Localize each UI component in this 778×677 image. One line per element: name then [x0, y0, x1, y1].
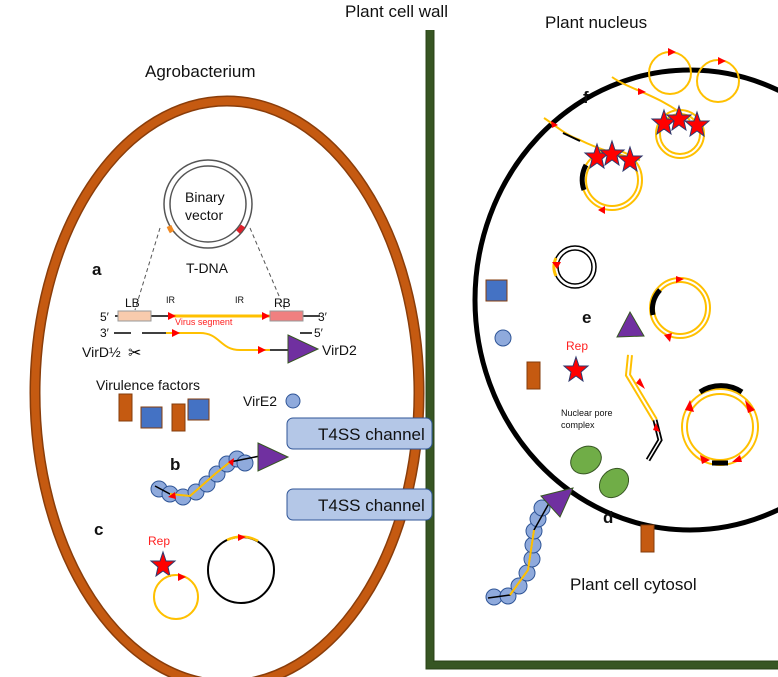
- virulence-factor-blue: [187, 398, 210, 421]
- panel-letter-b: b: [170, 455, 180, 474]
- dsdna-circle-small: [552, 245, 597, 289]
- rep-label-c: Rep: [148, 534, 170, 548]
- panel-letter-c: c: [94, 520, 103, 539]
- vird12-label: VirD½: [82, 344, 121, 360]
- svg-text:3′: 3′: [100, 326, 110, 340]
- virulence-factor-orange: [171, 403, 186, 432]
- panel-letter-e: e: [582, 308, 591, 327]
- rb-box: [269, 310, 304, 322]
- rep-protein-star: [149, 550, 177, 578]
- rep-label-e: Rep: [566, 339, 588, 353]
- virus-replicon-circle: [153, 574, 199, 620]
- plant-cell-wall-label: Plant cell wall: [345, 2, 448, 21]
- dsdna-circle-large: [681, 383, 759, 466]
- svg-text:IR: IR: [235, 295, 245, 305]
- svg-text:T4SS channel: T4SS channel: [318, 496, 425, 515]
- plant-nucleus-label: Plant nucleus: [545, 13, 647, 32]
- virulence-factors-label: Virulence factors: [96, 377, 200, 393]
- plant-cell-cytosol-label: Plant cell cytosol: [570, 575, 697, 594]
- vire2-coated-tstrand-cytosol: [485, 487, 574, 606]
- agrobacterium-label: Agrobacterium: [145, 62, 256, 81]
- binary-vector-label-2: vector: [185, 207, 223, 223]
- svg-text:✂: ✂: [128, 345, 141, 362]
- svg-text:RB: RB: [274, 296, 291, 310]
- svg-text:LB: LB: [125, 296, 140, 310]
- tdna-label: T-DNA: [186, 260, 229, 276]
- vire2-coated-tstrand: [150, 442, 290, 506]
- t4ss-channel-2: T4SS channel: [286, 488, 433, 521]
- virulence-factor-orange: [118, 393, 133, 422]
- nuclear-pore-complex: [598, 467, 630, 499]
- vird2-label: VirD2: [322, 342, 357, 358]
- panel-letter-a: a: [92, 260, 102, 279]
- rolling-circle-replication-2: [543, 117, 644, 214]
- virulence-factor-blue: [485, 279, 508, 302]
- lb-box: [117, 310, 152, 322]
- vird2-protein: [287, 334, 320, 364]
- dsdna-circle-mixed: [649, 276, 711, 342]
- panel-letter-f: f: [583, 88, 589, 107]
- dsdna-strand-to-vird2: [616, 310, 663, 462]
- nuclear-pore-label-2: complex: [561, 420, 595, 430]
- nuclear-pore-complex: [570, 445, 602, 475]
- svg-text:T4SS channel: T4SS channel: [318, 425, 425, 444]
- vire2-label: VirE2: [243, 393, 277, 409]
- plant-nucleus: [472, 67, 778, 533]
- svg-text:3′: 3′: [318, 310, 328, 324]
- rolling-circle-replication-1: [611, 76, 711, 159]
- virulence-factor-blue: [140, 406, 163, 429]
- svg-text:5′: 5′: [100, 310, 110, 324]
- virulence-factor-orange: [526, 361, 541, 390]
- scissors-icon: ✂: [128, 345, 141, 362]
- virulence-factor-orange: [640, 524, 655, 553]
- binary-vector-label-1: Binary: [185, 189, 225, 205]
- svg-text:5′: 5′: [314, 326, 324, 340]
- nuclear-pore-label-1: Nuclear pore: [561, 408, 613, 418]
- rep-protein-star: [562, 355, 590, 383]
- svg-text:IR: IR: [166, 295, 176, 305]
- panel-letter-d: d: [603, 508, 613, 527]
- t4ss-channel-1: T4SS channel: [286, 417, 433, 450]
- vire2-protein: [285, 393, 301, 409]
- vire2-protein: [494, 329, 512, 347]
- tdna-map: 5′ 3′ LB RB IR IR Virus segment 3′ 5′: [100, 295, 328, 354]
- svg-text:Virus segment: Virus segment: [175, 317, 233, 327]
- binary-vector-plasmid: Binary vector T-DNA: [134, 159, 286, 311]
